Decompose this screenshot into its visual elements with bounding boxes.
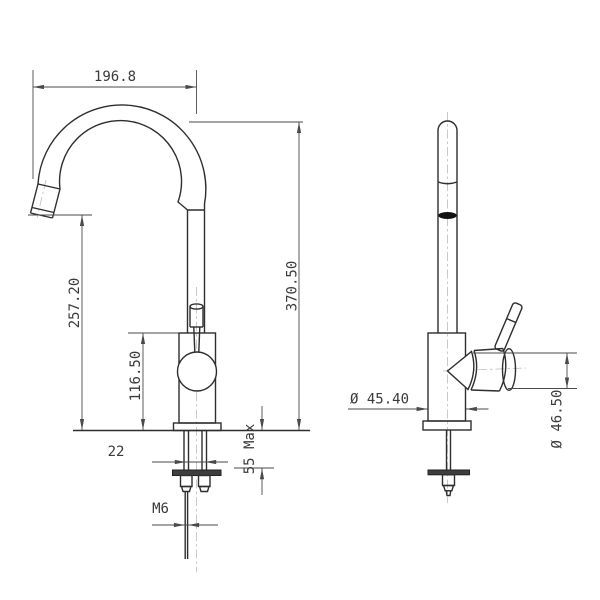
mounting-nuts-front	[179, 474, 211, 493]
mounting-flange-side	[422, 420, 472, 431]
dim-body-dia-label: Ø 45.40	[350, 392, 409, 408]
dim-outlet-height-label: 257.20	[67, 278, 83, 329]
dim-overall-height-label: 370.50	[285, 261, 301, 312]
side-pipe	[437, 120, 458, 333]
dim-valve-dia: Ø 46.50	[473, 352, 577, 449]
dim-hole-spacing: 22	[108, 444, 228, 465]
lever-handle-front	[189, 303, 204, 353]
front-view	[29, 104, 310, 559]
ball-joint	[176, 351, 218, 392]
dim-deck-max-label: 55 Max	[242, 424, 258, 475]
lever-handle-side	[494, 302, 523, 352]
mounting-nut-side	[441, 474, 456, 497]
washer-plate-front	[172, 469, 222, 476]
dim-thread: M6	[152, 501, 218, 528]
dim-spout-reach: 196.8	[32, 69, 197, 179]
side-pipe-joint	[437, 181, 458, 185]
dim-thread-label: M6	[152, 501, 169, 517]
dim-overall-height: 370.50	[189, 121, 303, 430]
washer-plate-side	[427, 469, 470, 476]
valve-cartridge	[446, 347, 517, 392]
dim-valve-dia-label: Ø 46.50	[550, 389, 566, 448]
mounting-flange-front	[172, 422, 222, 432]
aerator-outlet	[438, 212, 457, 219]
dim-body-height-label: 116.50	[128, 351, 144, 402]
threaded-rod-side	[445, 430, 452, 470]
centerlines	[36, 112, 527, 572]
dim-outlet-height: 257.20	[28, 214, 92, 430]
dim-body-height: 116.50	[128, 332, 179, 430]
dim-spout-reach-label: 196.8	[94, 69, 136, 85]
dim-deck-max: 55 Max	[234, 406, 274, 495]
dim-body-dia: Ø 45.40	[348, 392, 489, 412]
spout-tip	[29, 183, 61, 219]
side-view	[422, 120, 523, 497]
threaded-rods	[183, 430, 208, 470]
dim-hole-spacing-label: 22	[108, 444, 125, 460]
gooseneck-spout	[37, 104, 207, 333]
